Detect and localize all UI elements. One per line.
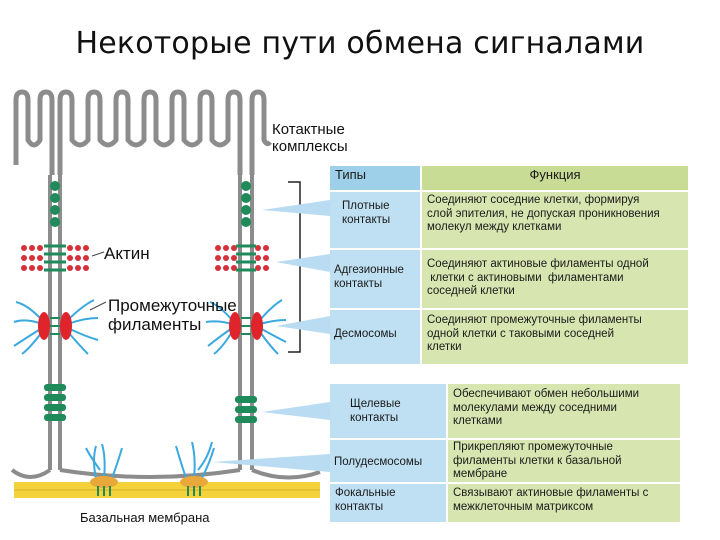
- adherens-junction: [21, 244, 269, 272]
- basal-membrane-label: Базальная мембрана: [80, 510, 210, 525]
- table-pointers: [212, 200, 330, 472]
- table-type-cell: Фокальные контакты: [330, 484, 446, 522]
- contact-complexes-label: Котактные комплексы: [272, 121, 348, 155]
- table-type-cell: Щелевые контакты: [330, 384, 446, 438]
- table-function-cell: Обеспечивают обмен небольшими молекулами…: [448, 384, 680, 438]
- table-type-cell: Полудесмосомы: [330, 440, 446, 482]
- actin-label: Актин: [104, 244, 150, 263]
- table-function-cell: Соединяют соседние клетки, формируя слой…: [422, 192, 688, 248]
- apical-membrane: [13, 89, 272, 175]
- table-header-types: Типы: [330, 166, 420, 190]
- table-function-cell: Связывают актиновые филаменты с межклето…: [448, 484, 680, 522]
- table-function-cell: Прикрепляют промежуточные филаменты клет…: [448, 440, 680, 482]
- slide-title: Некоторые пути обмена сигналами: [75, 26, 645, 61]
- table-type-cell: Десмосомы: [330, 310, 420, 364]
- table-function-cell: Соединяют актиновые филаменты одной клет…: [422, 250, 688, 308]
- label-leaders: [89, 251, 107, 311]
- contact-complex-bracket: [288, 181, 301, 353]
- hemidesmosome: [85, 441, 215, 496]
- desmosome: [13, 299, 287, 355]
- table-header-function: Функция: [422, 166, 688, 190]
- intermediate-filaments-label: Промежуточные филаменты: [108, 296, 237, 334]
- table-type-cell: Плотные контакты: [330, 192, 420, 248]
- table-function-cell: Соединяют промежуточные филаменты одной …: [422, 310, 688, 364]
- tight-junction: [50, 181, 251, 227]
- table-type-cell: Адгезионные контакты: [330, 250, 420, 308]
- gap-junction: [44, 384, 257, 423]
